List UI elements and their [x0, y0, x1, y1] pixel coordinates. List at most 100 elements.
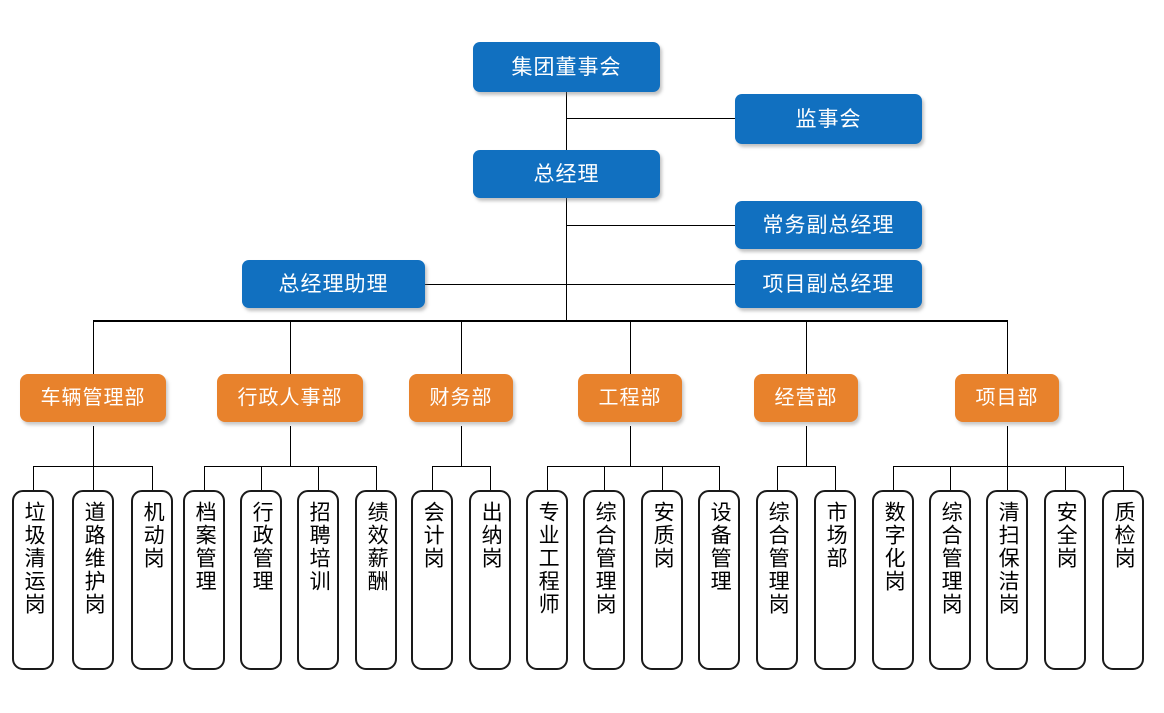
connector-dept1-down: [93, 426, 94, 467]
department-bus: [93, 320, 1008, 322]
connector-leaf-6: [318, 466, 319, 491]
leaf-administrative-management[interactable]: 行政管理: [240, 490, 282, 670]
leaf-bus-dept2: [204, 466, 376, 467]
connector-board-to-supervisory: [566, 118, 736, 119]
leaf-label: 出纳岗: [479, 501, 503, 570]
connector-bus-to-dept-6: [1007, 320, 1008, 374]
node-board-of-directors[interactable]: 集团董事会: [473, 42, 660, 92]
connector-leaf-19: [1065, 466, 1066, 491]
node-supervisory-board[interactable]: 监事会: [735, 94, 922, 144]
leaf-label: 绩效薪酬: [365, 501, 389, 593]
connector-leaf-3: [152, 466, 153, 491]
leaf-label: 安全岗: [1054, 501, 1078, 570]
connector-leaf-10: [547, 466, 548, 491]
connector-dept4-down: [630, 426, 631, 467]
dept-business-operations[interactable]: 经营部: [754, 374, 858, 422]
leaf-waste-collection-post[interactable]: 垃圾清运岗: [12, 490, 54, 670]
leaf-safety-quality-post[interactable]: 安质岗: [641, 490, 683, 670]
dept-vehicle-management[interactable]: 车辆管理部: [20, 374, 166, 422]
dept-label: 财务部: [429, 387, 493, 409]
connector-leaf-9: [490, 466, 491, 491]
leaf-general-management-post-business[interactable]: 综合管理岗: [756, 490, 798, 670]
leaf-marketing-department[interactable]: 市场部: [814, 490, 856, 670]
dept-label: 经营部: [774, 387, 838, 409]
leaf-label: 道路维护岗: [82, 501, 106, 616]
connector-gm-to-project-deputy: [566, 284, 736, 285]
leaf-label: 档案管理: [193, 501, 217, 593]
node-general-manager[interactable]: 总经理: [473, 150, 660, 198]
dept-finance[interactable]: 财务部: [409, 374, 513, 422]
node-label: 总经理助理: [278, 272, 389, 296]
leaf-performance-compensation[interactable]: 绩效薪酬: [355, 490, 397, 670]
connector-leaf-12: [662, 466, 663, 491]
leaf-label: 行政管理: [250, 501, 274, 593]
connector-bus-to-dept-2: [290, 320, 291, 374]
connector-leaf-18: [1007, 466, 1008, 491]
node-label: 项目副总经理: [762, 272, 895, 296]
leaf-label: 安质岗: [651, 501, 675, 570]
connector-gm-assistant: [425, 284, 567, 285]
leaf-label: 机动岗: [141, 501, 165, 570]
leaf-label: 垃圾清运岗: [22, 501, 46, 616]
node-gm-assistant[interactable]: 总经理助理: [242, 260, 425, 308]
leaf-general-management-post-engineering[interactable]: 综合管理岗: [583, 490, 625, 670]
connector-leaf-5: [261, 466, 262, 491]
connector-leaf-14: [777, 466, 778, 491]
connector-leaf-7: [376, 466, 377, 491]
connector-dept3-down: [461, 426, 462, 467]
dept-label: 项目部: [975, 387, 1039, 409]
leaf-digitalization-post[interactable]: 数字化岗: [872, 490, 914, 670]
leaf-label: 数字化岗: [882, 501, 906, 593]
connector-leaf-16: [893, 466, 894, 491]
dept-project[interactable]: 项目部: [955, 374, 1059, 422]
leaf-professional-engineer[interactable]: 专业工程师: [526, 490, 568, 670]
leaf-cashier-post[interactable]: 出纳岗: [469, 490, 511, 670]
connector-dept6-down: [1007, 426, 1008, 467]
connector-leaf-11: [604, 466, 605, 491]
leaf-recruitment-training[interactable]: 招聘培训: [297, 490, 339, 670]
connector-leaf-2: [93, 466, 94, 491]
leaf-road-maintenance-post[interactable]: 道路维护岗: [72, 490, 114, 670]
leaf-bus-dept5: [777, 466, 835, 467]
connector-dept5-down: [806, 426, 807, 467]
connector-gm-down: [566, 197, 567, 321]
connector-leaf-4: [204, 466, 205, 491]
leaf-safety-post[interactable]: 安全岗: [1044, 490, 1086, 670]
leaf-bus-dept1: [33, 466, 152, 467]
leaf-label: 会计岗: [421, 501, 445, 570]
node-executive-deputy-gm[interactable]: 常务副总经理: [735, 201, 922, 249]
node-project-deputy-gm[interactable]: 项目副总经理: [735, 260, 922, 308]
dept-admin-hr[interactable]: 行政人事部: [217, 374, 363, 422]
connector-board-to-gm: [566, 92, 567, 156]
leaf-cleaning-sanitation-post[interactable]: 清扫保洁岗: [986, 490, 1028, 670]
leaf-mobile-post[interactable]: 机动岗: [131, 490, 173, 670]
leaf-label: 专业工程师: [536, 501, 560, 616]
leaf-general-management-post-project[interactable]: 综合管理岗: [929, 490, 971, 670]
leaf-accounting-post[interactable]: 会计岗: [411, 490, 453, 670]
leaf-bus-dept6: [893, 466, 1123, 467]
dept-label: 工程部: [598, 387, 662, 409]
connector-bus-to-dept-4: [630, 320, 631, 374]
leaf-bus-dept4: [547, 466, 719, 467]
leaf-bus-dept3: [432, 466, 490, 467]
connector-leaf-15: [835, 466, 836, 491]
dept-label: 车辆管理部: [40, 387, 146, 409]
dept-label: 行政人事部: [237, 387, 343, 409]
leaf-label: 综合管理岗: [766, 501, 790, 616]
leaf-equipment-management[interactable]: 设备管理: [698, 490, 740, 670]
connector-gm-to-exec-deputy: [566, 225, 736, 226]
leaf-label: 设备管理: [708, 501, 732, 593]
connector-bus-to-dept-3: [461, 320, 462, 374]
leaf-label: 市场部: [824, 501, 848, 570]
connector-leaf-20: [1123, 466, 1124, 491]
connector-leaf-1: [33, 466, 34, 491]
leaf-archive-management[interactable]: 档案管理: [183, 490, 225, 670]
node-label: 集团董事会: [511, 55, 622, 79]
leaf-quality-inspection-post[interactable]: 质检岗: [1102, 490, 1144, 670]
leaf-label: 综合管理岗: [939, 501, 963, 616]
leaf-label: 清扫保洁岗: [996, 501, 1020, 616]
node-label: 常务副总经理: [762, 213, 895, 237]
connector-dept2-down: [290, 426, 291, 467]
dept-engineering[interactable]: 工程部: [578, 374, 682, 422]
